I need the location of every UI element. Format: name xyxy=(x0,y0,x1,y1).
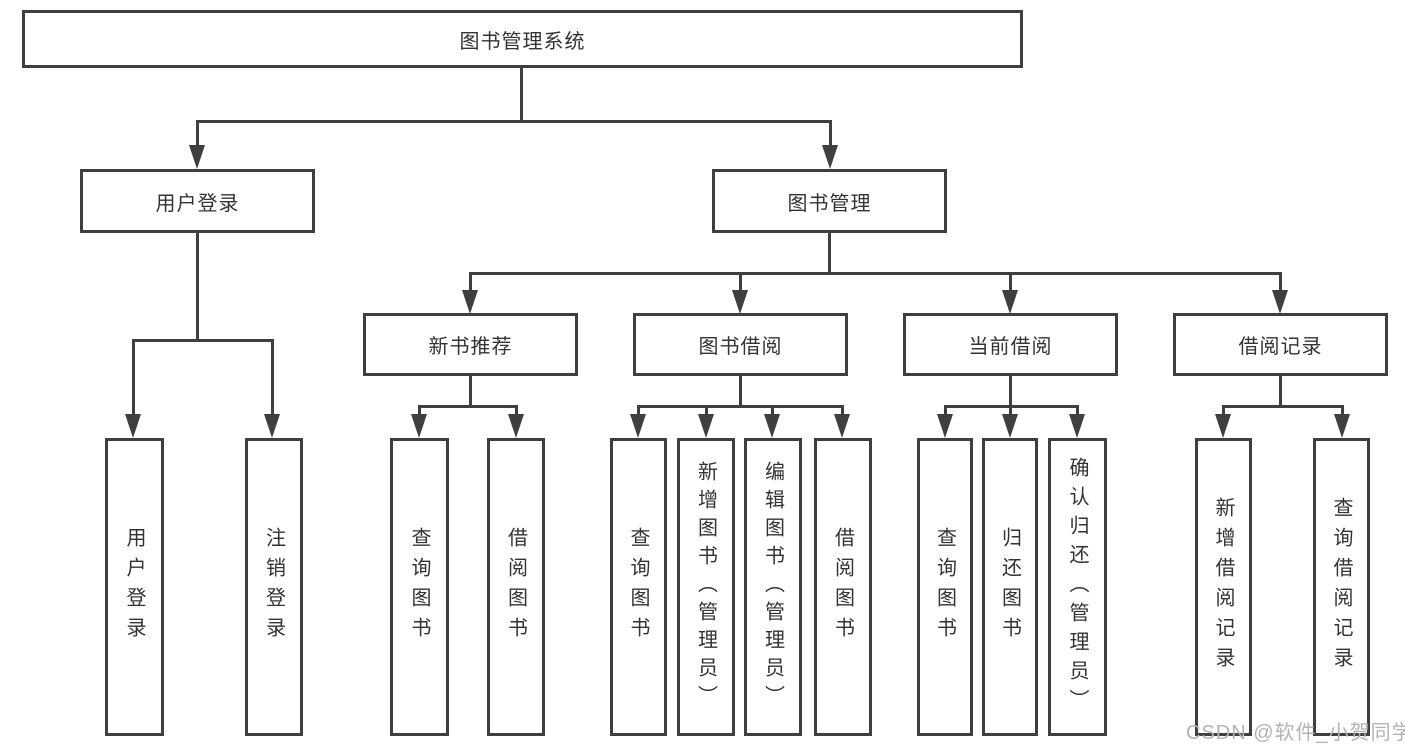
leaf-br-query-record-label: 查询借阅记录 xyxy=(1330,497,1352,677)
connector-line xyxy=(738,272,742,294)
arrow-down-icon xyxy=(1272,290,1288,314)
node-book-borrow: 图书借阅 xyxy=(633,313,848,376)
leaf-cb-return-books-label: 归还图书 xyxy=(998,527,1021,647)
connector-line xyxy=(1008,272,1012,294)
leaf-nb-borrow-books-label: 借阅图书 xyxy=(504,527,527,647)
connector-line xyxy=(636,405,640,417)
connector-line xyxy=(770,405,774,417)
connector-line xyxy=(1340,405,1344,417)
leaf-bb-query-books-label: 查询图书 xyxy=(627,527,649,647)
leaf-nb-borrow-books: 借阅图书 xyxy=(487,438,545,736)
arrow-down-icon xyxy=(822,145,838,169)
connector-line xyxy=(704,405,708,417)
leaf-cb-confirm-return-admin-label: 确认归还（管理员） xyxy=(1066,456,1088,718)
node-root-label: 图书管理系统 xyxy=(459,30,586,53)
connector-line xyxy=(1075,405,1079,417)
leaf-br-query-record: 查询借阅记录 xyxy=(1313,438,1370,736)
leaf-br-add-record-label: 新增借阅记录 xyxy=(1212,497,1234,677)
arrow-down-icon xyxy=(1334,414,1350,438)
arrow-down-icon xyxy=(732,290,748,314)
node-current-borrow: 当前借阅 xyxy=(903,313,1118,376)
arrow-down-icon xyxy=(1002,414,1018,438)
leaf-bb-query-books: 查询图书 xyxy=(610,438,667,736)
node-root: 图书管理系统 xyxy=(22,10,1023,68)
connector-line xyxy=(738,376,742,405)
node-book-management-label: 图书管理 xyxy=(787,192,872,215)
connector-line xyxy=(468,376,472,405)
arrow-down-icon xyxy=(1002,290,1018,314)
watermark: CSDN @软件_小贺同学 xyxy=(1186,722,1405,744)
connector-line xyxy=(1221,405,1225,417)
connector-line xyxy=(514,405,518,417)
node-book-borrow-label: 图书借阅 xyxy=(698,336,783,358)
leaf-bb-add-book-admin-label: 新增图书（管理员） xyxy=(694,461,717,713)
node-user-login: 用户登录 xyxy=(80,169,315,233)
arrow-down-icon xyxy=(189,145,205,169)
leaf-user-login-label: 用户登录 xyxy=(123,527,145,647)
leaf-bb-borrow-books-label: 借阅图书 xyxy=(831,527,854,647)
arrow-down-icon xyxy=(125,414,141,438)
arrow-down-icon xyxy=(508,414,524,438)
connector-line xyxy=(1221,405,1344,408)
leaf-bb-edit-book-admin-label: 编辑图书（管理员） xyxy=(761,461,784,713)
connector-line xyxy=(195,233,199,339)
arrow-down-icon xyxy=(1215,414,1231,438)
leaf-bb-edit-book-admin: 编辑图书（管理员） xyxy=(744,438,802,736)
leaf-br-add-record: 新增借阅记录 xyxy=(1195,438,1252,736)
leaf-user-login: 用户登录 xyxy=(105,438,164,736)
arrow-down-icon xyxy=(411,414,427,438)
leaf-cb-confirm-return-admin: 确认归还（管理员） xyxy=(1048,438,1107,736)
connector-line xyxy=(468,272,1281,275)
node-borrow-records-label: 借阅记录 xyxy=(1238,336,1323,358)
arrow-down-icon xyxy=(264,414,280,438)
node-book-management: 图书管理 xyxy=(712,169,947,233)
connector-line xyxy=(1278,272,1282,294)
connector-line xyxy=(195,120,199,148)
connector-line xyxy=(195,120,832,123)
connector-line xyxy=(270,339,274,417)
connector-line xyxy=(417,405,518,408)
connector-line xyxy=(840,405,844,417)
connector-line xyxy=(131,339,274,342)
node-borrow-records: 借阅记录 xyxy=(1173,313,1388,376)
connector-line xyxy=(943,405,947,417)
node-user-login-label: 用户登录 xyxy=(155,192,240,215)
leaf-logout: 注销登录 xyxy=(245,438,303,736)
arrow-down-icon xyxy=(698,414,714,438)
node-current-borrow-label: 当前借阅 xyxy=(968,336,1053,358)
leaf-nb-query-books: 查询图书 xyxy=(390,438,449,736)
connector-line xyxy=(519,68,523,120)
node-new-book-recommend: 新书推荐 xyxy=(363,313,578,376)
leaf-cb-query-books-label: 查询图书 xyxy=(933,527,956,647)
arrow-down-icon xyxy=(462,290,478,314)
arrow-down-icon xyxy=(1069,414,1085,438)
leaf-logout-label: 注销登录 xyxy=(262,527,285,647)
connector-line xyxy=(468,272,472,294)
arrow-down-icon xyxy=(937,414,953,438)
leaf-cb-query-books: 查询图书 xyxy=(917,438,973,736)
leaf-bb-add-book-admin: 新增图书（管理员） xyxy=(677,438,735,736)
leaf-bb-borrow-books: 借阅图书 xyxy=(814,438,872,736)
connector-line xyxy=(828,120,832,148)
connector-line xyxy=(636,405,844,408)
connector-line xyxy=(1278,376,1282,405)
connector-line xyxy=(828,233,831,272)
connector-line xyxy=(1008,376,1012,405)
connector-line xyxy=(417,405,421,417)
connector-line xyxy=(1008,405,1012,417)
connector-line xyxy=(131,339,135,417)
arrow-down-icon xyxy=(764,414,780,438)
leaf-nb-query-books-label: 查询图书 xyxy=(408,527,430,647)
leaf-cb-return-books: 归还图书 xyxy=(982,438,1038,736)
node-new-book-recommend-label: 新书推荐 xyxy=(428,336,513,358)
arrow-down-icon xyxy=(630,414,646,438)
arrow-down-icon xyxy=(834,414,850,438)
